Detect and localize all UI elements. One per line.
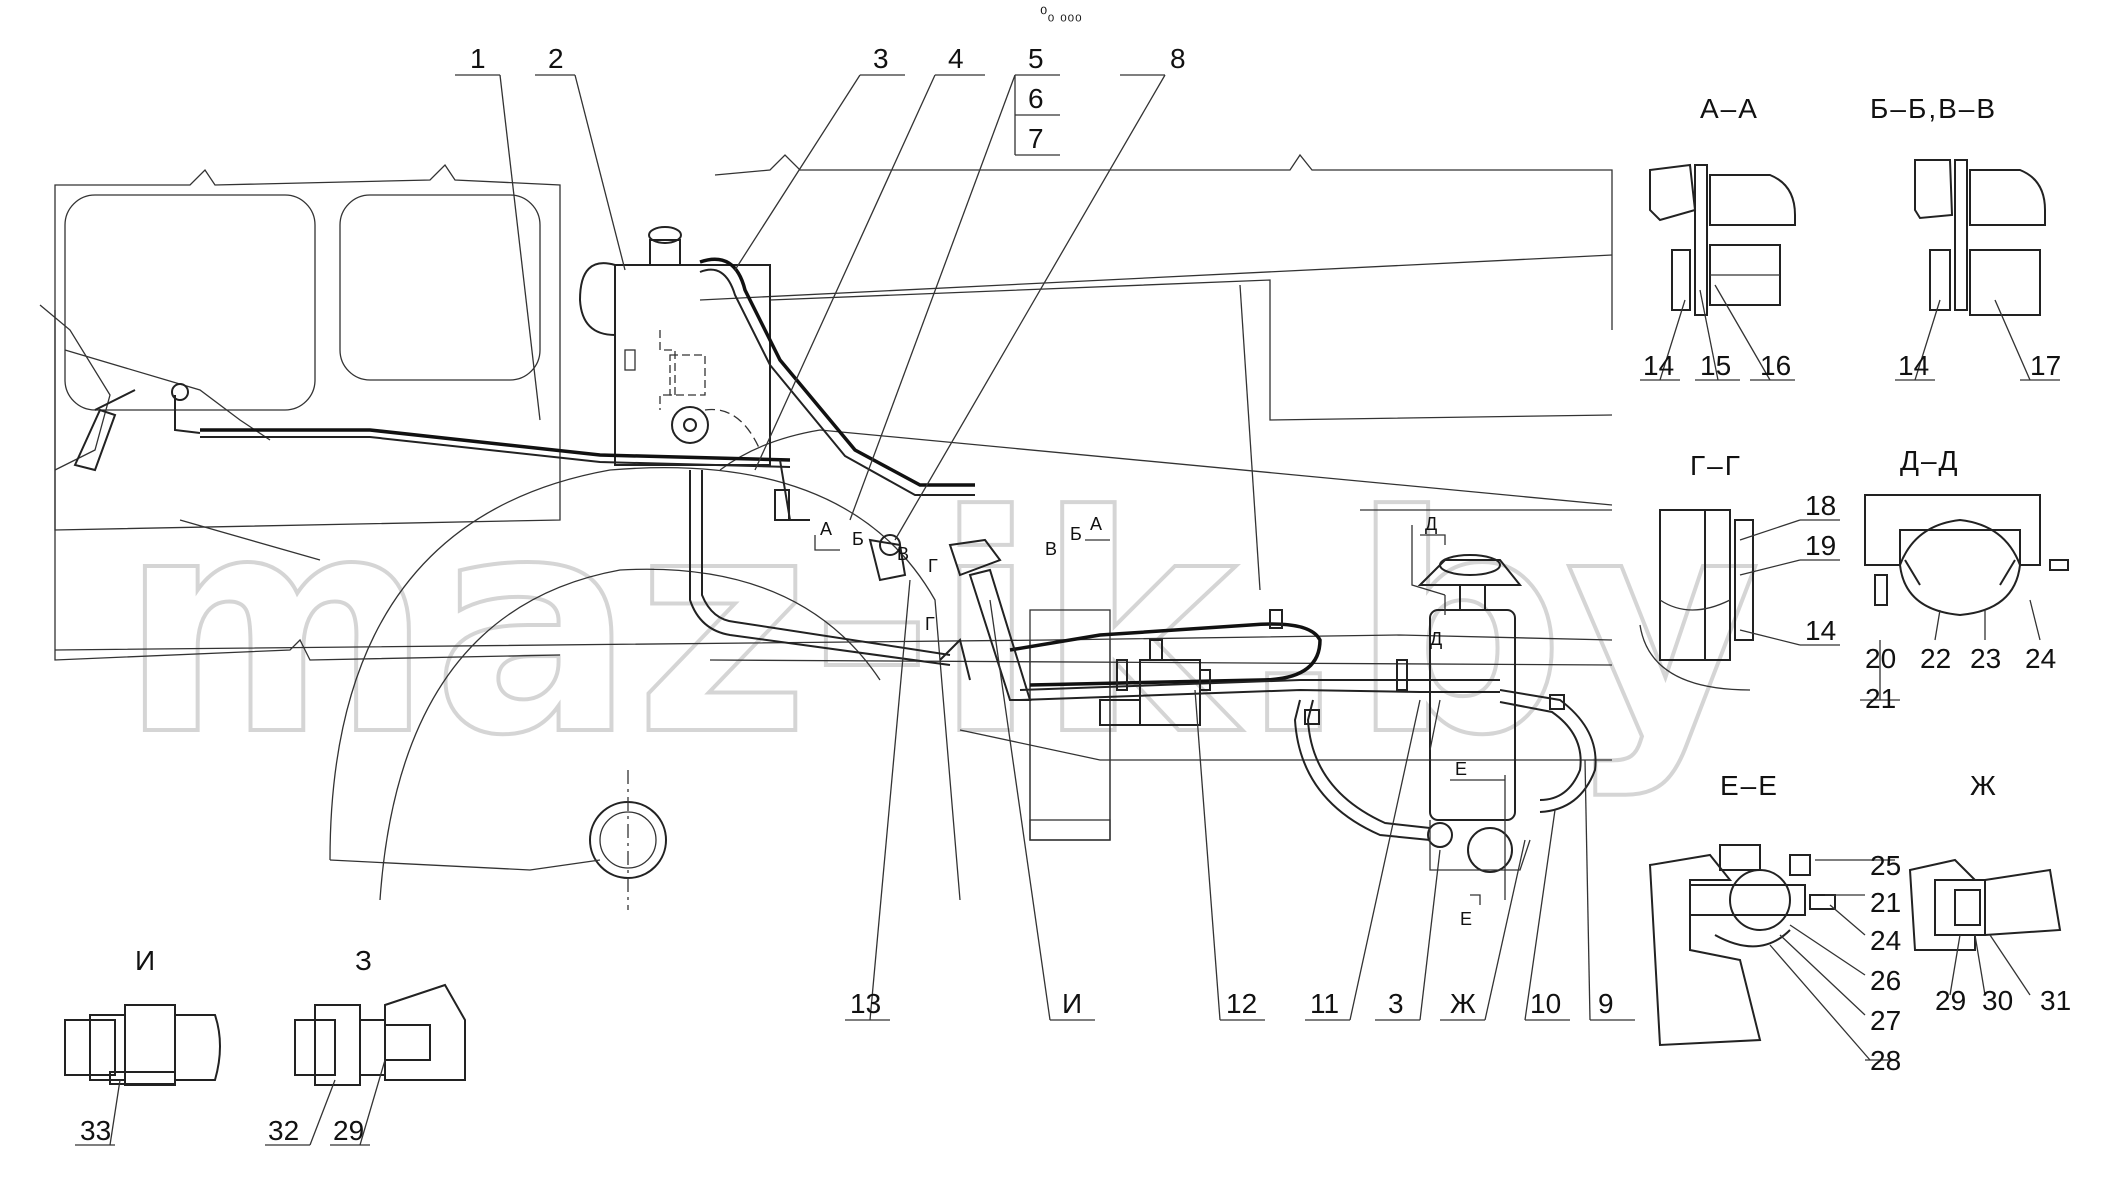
svg-text:26: 26: [1870, 965, 1901, 996]
section-aa: А–А 14 15 16: [1640, 93, 1796, 381]
callout-2: 2: [548, 43, 564, 74]
callout-3: 3: [873, 43, 889, 74]
callout-3b: 3: [1388, 988, 1404, 1019]
top-mark: ⁰₀ ₀₀₀: [1040, 4, 1082, 24]
svg-text:28: 28: [1870, 1045, 1901, 1076]
callout-11: 11: [1310, 988, 1339, 1019]
pipelines: [73, 257, 1597, 841]
svg-text:Ж: Ж: [1970, 770, 1998, 801]
section-ee: Е–Е 25 21 24 26 27 28: [1648, 770, 1901, 1076]
svg-text:14: 14: [1805, 615, 1836, 646]
callout-leaders-top: [455, 74, 1166, 541]
svg-text:25: 25: [1870, 850, 1901, 881]
view-zh: Ж 29 30 31: [1908, 770, 2071, 1016]
svg-text:21: 21: [1870, 887, 1901, 918]
callout-9: 9: [1598, 988, 1614, 1019]
callout-leaders-bottom: [845, 579, 1635, 1021]
lift-cylinder: [1417, 554, 1531, 900]
section-bb: Б–Б,В–В 14 17: [1870, 93, 2061, 381]
svg-text:Е–Е: Е–Е: [1720, 770, 1779, 801]
svg-text:14: 14: [1898, 350, 1929, 381]
callout-10: 10: [1530, 988, 1561, 1019]
view-z: З 32 29: [265, 945, 466, 1146]
watermark: maz-ik.by: [120, 452, 1761, 801]
callout-7: 7: [1028, 123, 1044, 154]
svg-text:А–А: А–А: [1700, 93, 1759, 124]
svg-text:29: 29: [1935, 985, 1966, 1016]
view-i: И 33: [64, 945, 221, 1146]
callout-1: 1: [470, 43, 486, 74]
svg-text:Е: Е: [1455, 759, 1467, 779]
svg-text:14: 14: [1643, 350, 1674, 381]
callout-6: 6: [1028, 83, 1044, 114]
svg-text:24: 24: [2025, 643, 2056, 674]
section-gg: Г–Г 18 19 14: [1639, 450, 1840, 691]
svg-text:30: 30: [1982, 985, 2013, 1016]
valve-bracket: [774, 459, 1002, 681]
svg-text:Г: Г: [925, 614, 935, 634]
cab-outline: [39, 163, 961, 910]
callouts-bottom: 13 И 12 11 3 Ж 10 9: [850, 988, 1614, 1019]
svg-text:Е: Е: [1460, 909, 1472, 929]
svg-text:И: И: [135, 945, 157, 976]
svg-text:В: В: [897, 544, 909, 564]
svg-text:А: А: [820, 519, 832, 539]
svg-text:Д–Д: Д–Д: [1900, 445, 1960, 476]
hydraulic-tank: [578, 226, 771, 466]
svg-text:Г–Г: Г–Г: [1690, 450, 1742, 481]
svg-text:21: 21: [1865, 683, 1896, 714]
svg-text:17: 17: [2030, 350, 2061, 381]
svg-text:20: 20: [1865, 643, 1896, 674]
svg-text:Б–Б,В–В: Б–Б,В–В: [1870, 93, 1997, 124]
svg-text:Г: Г: [928, 556, 938, 576]
callout-13: 13: [850, 988, 881, 1019]
svg-text:Б: Б: [1070, 524, 1082, 544]
svg-text:32: 32: [268, 1115, 299, 1146]
svg-text:23: 23: [1970, 643, 2001, 674]
svg-text:Д: Д: [1425, 514, 1437, 534]
svg-text:Д: Д: [1430, 629, 1442, 649]
callout-i: И: [1062, 988, 1082, 1019]
svg-text:В: В: [1045, 539, 1057, 559]
svg-text:15: 15: [1700, 350, 1731, 381]
callout-4: 4: [948, 43, 964, 74]
svg-text:33: 33: [80, 1115, 111, 1146]
callout-zh: Ж: [1450, 988, 1476, 1019]
svg-text:18: 18: [1805, 490, 1836, 521]
svg-text:А: А: [1090, 514, 1102, 534]
section-marks: А Б В Г В Б А Д Д Е Е Г: [814, 514, 1481, 929]
svg-text:16: 16: [1760, 350, 1791, 381]
svg-text:27: 27: [1870, 1005, 1901, 1036]
callout-8: 8: [1170, 43, 1186, 74]
callout-5: 5: [1028, 43, 1044, 74]
svg-text:Б: Б: [852, 529, 864, 549]
svg-text:31: 31: [2040, 985, 2071, 1016]
svg-text:29: 29: [333, 1115, 364, 1146]
svg-text:З: З: [355, 945, 374, 976]
svg-text:24: 24: [1870, 925, 1901, 956]
svg-text:19: 19: [1805, 530, 1836, 561]
callouts-top: 1 2 3 4 5 6 7 8: [470, 43, 1186, 154]
callout-12: 12: [1226, 988, 1257, 1019]
svg-text:22: 22: [1920, 643, 1951, 674]
section-dd: Д–Д 20 21 22 23 24: [1860, 445, 2069, 714]
